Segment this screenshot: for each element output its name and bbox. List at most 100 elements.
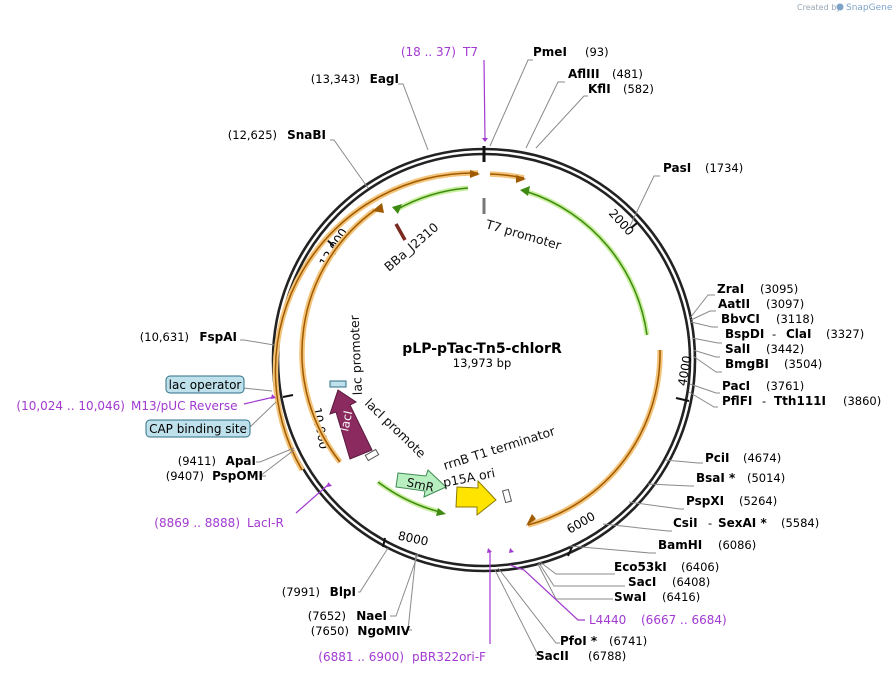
lac-operator-marker [329, 380, 347, 388]
enzyme-clai-pos: (3327) [826, 327, 864, 341]
enzyme-bbvci-pos: (3118) [776, 312, 814, 326]
lac-operator-label: lac operator [169, 378, 242, 392]
enzyme-sexai: SexAI * [718, 516, 767, 530]
plasmid-name: pLP-pTac-Tn5-chlorR [402, 341, 562, 357]
enzyme-bamhi-pos: (6086) [718, 538, 756, 552]
enzyme-pmei-pos: (93) [585, 45, 609, 59]
enzyme-sacii: SacII [536, 649, 569, 663]
label-bba: BBa_J23100 [0, 0, 441, 274]
enzyme-ngomiv-pos: (7650) [311, 624, 349, 638]
leader-lines [240, 59, 722, 656]
enzyme-eagi-pos: (13,343) [311, 72, 360, 86]
enzyme-zrai: ZraI [717, 282, 744, 296]
enzyme-zrai-pos: (3095) [760, 282, 798, 296]
enzyme-eagi: EagI [370, 72, 399, 86]
enzyme-pfoi: PfoI * [560, 634, 598, 648]
enzyme-saci-pos: (6408) [672, 575, 710, 589]
enzyme-pcii-pos: (4674) [743, 451, 781, 465]
enzyme-fspai-pos: (10,631) [140, 330, 189, 344]
enzyme-ngomiv: NgoMIV [357, 624, 410, 638]
orf-arcs [272, 170, 663, 528]
enzyme-bmgbi-pos: (3504) [784, 357, 822, 371]
enzyme-snabi-pos: (12,625) [228, 128, 277, 142]
enzyme-pasi-pos: (1734) [705, 161, 743, 175]
green-arrowheads [392, 186, 530, 516]
primer-l4440: L4440 [589, 613, 626, 627]
enzyme-afliii-pos: (481) [612, 67, 643, 81]
branding-product: SnapGene [846, 3, 893, 13]
laci-promoter-marker [364, 448, 380, 462]
enzyme-bsai-pos: (5014) [747, 471, 785, 485]
enzyme-eco53ki: Eco53kI [614, 560, 667, 574]
primer-marks [271, 138, 514, 553]
label-lac-promoter-path: lac promoter [347, 314, 365, 395]
enzyme-paci-pos: (3761) [766, 379, 804, 393]
enzyme-tth111i: Tth111I [774, 394, 826, 408]
enzyme-sali: SalI [725, 342, 750, 356]
ruler-ticks [282, 222, 690, 557]
enzyme-afliii: AflIII [568, 67, 600, 81]
enzyme-pasi: PasI [663, 161, 691, 175]
tick-label-4000: 4000 [675, 355, 694, 388]
branding-created-by: Created by [797, 3, 841, 12]
primer-t7-range: (18 .. 37) [401, 45, 456, 59]
enzyme-pspomi: PspOMI [212, 469, 263, 483]
snapgene-logo-icon [836, 3, 844, 11]
enzyme-naei: NaeI [356, 609, 387, 623]
enzyme-snabi: SnaBI [287, 128, 326, 142]
enzyme-pflfi-sep: - [762, 394, 766, 408]
enzyme-sexai-pos: (5584) [781, 516, 819, 530]
tick-label-6000: 6000 [564, 509, 597, 536]
tick-label-8000: 8000 [397, 529, 430, 549]
enzyme-bspdi-sep: - [772, 327, 776, 341]
primer-m13: M13/pUC Reverse [131, 399, 238, 413]
primer-pbr322-range: (6881 .. 6900) [318, 650, 404, 664]
lac-operator-leader [242, 387, 273, 392]
enzyme-bamhi: BamHI [658, 538, 702, 552]
enzyme-bmgbi: BmgBI [725, 357, 769, 371]
enzyme-aatii: AatII [718, 297, 750, 311]
enzyme-apai-pos: (9411) [178, 454, 216, 468]
label-rrnb: rrnB T1 terminator [441, 423, 557, 473]
label-t7-promoter: T7 promoter [483, 216, 564, 253]
enzyme-blpi-pos: (7991) [282, 585, 320, 599]
cap-site-label: CAP binding site [149, 422, 247, 436]
enzyme-bspdi: BspDI [725, 327, 764, 341]
plasmid-length: 13,973 bp [453, 356, 512, 370]
enzyme-csii: CsiI [673, 516, 698, 530]
enzyme-pspxi-pos: (5264) [739, 494, 777, 508]
enzyme-naei-pos: (7652) [308, 609, 346, 623]
primer-lines [243, 59, 585, 644]
enzyme-pflfi: PflFI [722, 394, 752, 408]
label-t7-promoter-path: T7 promoter [483, 216, 564, 253]
laci-gene: lacI [329, 389, 373, 460]
enzyme-aatii-pos: (3097) [766, 297, 804, 311]
label-bba-path: BBa_J23100 [0, 0, 441, 274]
enzyme-csii-sep: - [708, 516, 712, 530]
cap-site-box [145, 419, 251, 438]
enzyme-tth111i-pos: (3860) [843, 394, 881, 408]
enzyme-kfli: KflI [588, 82, 611, 96]
enzyme-kfli-pos: (582) [623, 82, 654, 96]
rrnb-terminator-marker [501, 488, 513, 504]
enzyme-clai: ClaI [786, 327, 811, 341]
enzyme-pcii: PciI [705, 451, 730, 465]
label-smr: SmR [405, 475, 435, 494]
p15a-ori [455, 479, 497, 517]
label-lac-promoter: lac promoter [347, 314, 365, 395]
primer-laci-r: LacI-R [247, 516, 284, 530]
enzyme-saci: SacI [628, 575, 656, 589]
orf-arrowheads [372, 170, 536, 526]
primer-m13-range: (10,024 .. 10,046) [16, 399, 125, 413]
enzyme-pfoi-pos: (6741) [609, 634, 647, 648]
smr-gene: SmR [395, 469, 447, 498]
cap-site-leader [249, 401, 277, 428]
lac-operator-box [165, 375, 245, 394]
primer-t7: T7 [462, 45, 478, 59]
primer-pbr322: pBR322ori-F [412, 650, 486, 664]
enzyme-sacii-pos: (6788) [588, 649, 626, 663]
enzyme-bsai: BsaI * [696, 471, 736, 485]
label-rrnb-path: rrnB T1 terminator [441, 423, 557, 473]
label-laci: lacI [337, 409, 355, 432]
